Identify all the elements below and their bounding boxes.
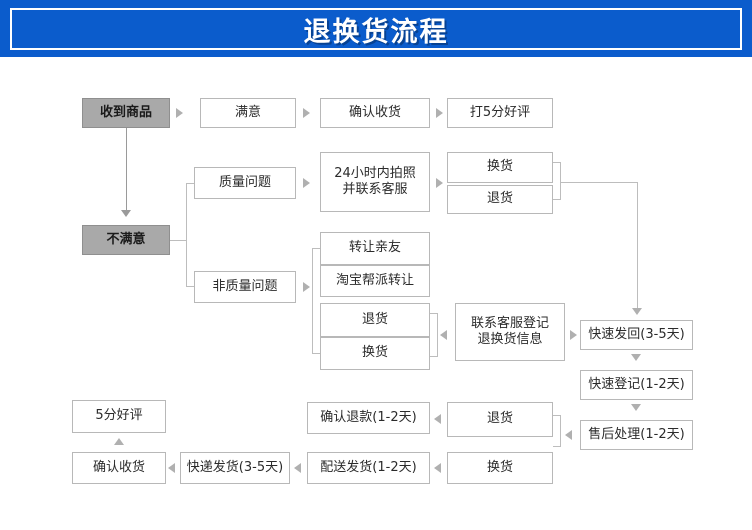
arrow-received-to-satisfied bbox=[176, 108, 183, 118]
line-quality-options-down bbox=[637, 182, 638, 310]
node-satisfied[interactable]: 满意 bbox=[200, 98, 296, 128]
line-received-to-unsatisfied bbox=[126, 128, 127, 210]
arrow-contact-to-fast-send-back bbox=[570, 330, 577, 340]
node-contact-service-register[interactable]: 联系客服登记 退换货信息 bbox=[455, 303, 565, 361]
header-banner-frame: 退换货流程 bbox=[10, 8, 742, 50]
header-banner: 退换货流程 bbox=[0, 0, 752, 57]
bracket-result-options bbox=[553, 415, 561, 447]
arrow-satisfied-to-confirm bbox=[303, 108, 310, 118]
node-exchange-quality[interactable]: 换货 bbox=[447, 152, 553, 183]
bracket-quality-options bbox=[553, 162, 561, 200]
arrow-exchange-to-delivery bbox=[434, 463, 441, 473]
arrow-register-to-after-sales bbox=[631, 404, 641, 411]
node-exchange-result[interactable]: 换货 bbox=[447, 452, 553, 484]
page-title: 退换货流程 bbox=[303, 16, 449, 48]
node-fast-register[interactable]: 快速登记(1-2天) bbox=[580, 370, 693, 400]
node-delivery-ship[interactable]: 配送发货(1-2天) bbox=[307, 452, 430, 484]
node-confirm-refund[interactable]: 确认退款(1-2天) bbox=[307, 402, 430, 434]
arrow-confirm-to-five-star bbox=[436, 108, 443, 118]
arrow-delivery-to-express bbox=[294, 463, 301, 473]
node-quality-issue[interactable]: 质量问题 bbox=[194, 167, 296, 199]
line-unsatisfied-to-bracket bbox=[170, 240, 186, 241]
arrow-contact-service-to-options bbox=[440, 330, 447, 340]
node-unsatisfied[interactable]: 不满意 bbox=[82, 225, 170, 255]
node-after-sales[interactable]: 售后处理(1-2天) bbox=[580, 420, 693, 450]
arrow-return-to-refund bbox=[434, 414, 441, 424]
bracket-non-quality-return-exchange bbox=[430, 313, 438, 357]
node-confirm-receipt-bottom[interactable]: 确认收货 bbox=[72, 452, 166, 484]
node-return-quality[interactable]: 退货 bbox=[447, 185, 553, 214]
arrow-photo-to-options bbox=[436, 178, 443, 188]
arrow-quality-to-photo bbox=[303, 178, 310, 188]
arrow-after-sales-to-results bbox=[565, 430, 572, 440]
node-return-non-quality[interactable]: 退货 bbox=[320, 303, 430, 337]
bracket-non-quality-options bbox=[312, 248, 320, 354]
node-received[interactable]: 收到商品 bbox=[82, 98, 170, 128]
node-transfer-friend[interactable]: 转让亲友 bbox=[320, 232, 430, 265]
node-express-ship[interactable]: 快递发货(3-5天) bbox=[180, 452, 290, 484]
arrow-send-back-to-register bbox=[631, 354, 641, 361]
node-confirm-receipt-top[interactable]: 确认收货 bbox=[320, 98, 430, 128]
node-non-quality-issue[interactable]: 非质量问题 bbox=[194, 271, 296, 303]
arrow-received-to-unsatisfied bbox=[121, 210, 131, 217]
node-fast-send-back[interactable]: 快速发回(3-5天) bbox=[580, 320, 693, 350]
arrow-non-quality-to-options bbox=[303, 282, 310, 292]
node-five-star-bottom[interactable]: 5分好评 bbox=[72, 400, 166, 433]
arrow-confirm-receipt-to-five-star bbox=[114, 438, 124, 445]
bracket-unsatisfied-branches bbox=[186, 183, 194, 287]
line-quality-options-right bbox=[560, 182, 638, 183]
arrow-express-to-confirm-receipt bbox=[168, 463, 175, 473]
node-return-result[interactable]: 退货 bbox=[447, 402, 553, 437]
arrow-to-fast-send-back bbox=[632, 308, 642, 315]
node-exchange-non-quality[interactable]: 换货 bbox=[320, 337, 430, 370]
node-taobao-gang-transfer[interactable]: 淘宝帮派转让 bbox=[320, 265, 430, 297]
node-five-star-top[interactable]: 打5分好评 bbox=[447, 98, 553, 128]
node-photo-contact[interactable]: 24小时内拍照 并联系客服 bbox=[320, 152, 430, 212]
